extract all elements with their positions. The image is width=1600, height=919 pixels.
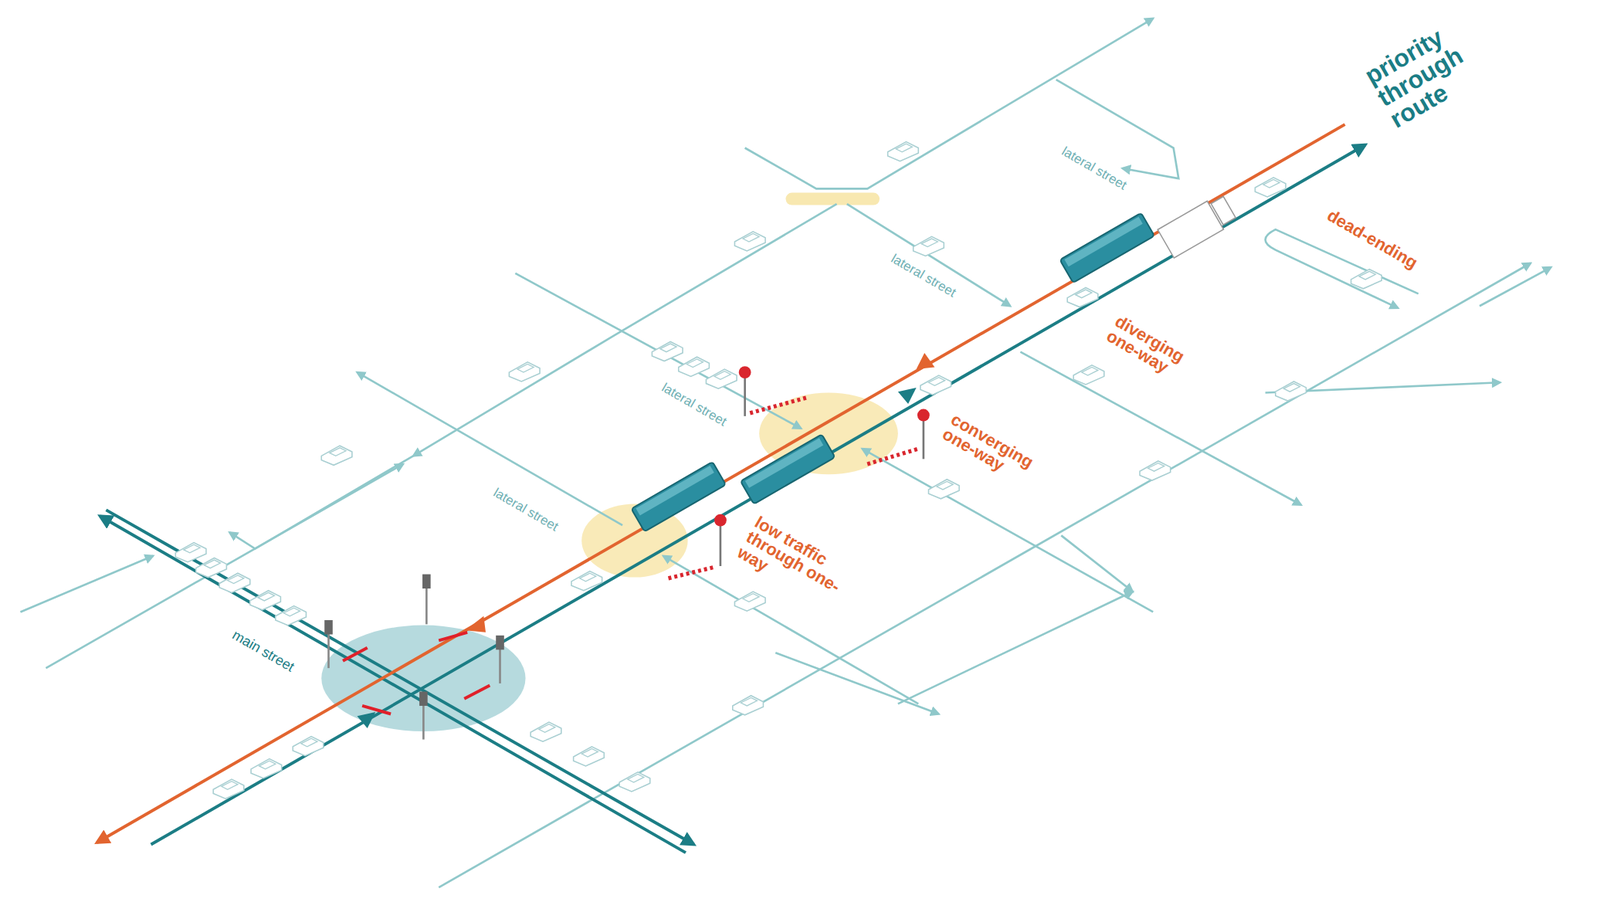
- route-title: priority through route: [1359, 19, 1482, 134]
- route-label: diverging one-way: [1101, 311, 1189, 382]
- street-name: lateral street: [1057, 143, 1131, 194]
- street-name: lateral street: [886, 250, 960, 301]
- street-name: lateral street: [488, 484, 563, 536]
- route-label: converging one-way: [937, 410, 1038, 489]
- street-name: main street: [227, 626, 299, 675]
- route-label: dead-ending: [1322, 205, 1423, 274]
